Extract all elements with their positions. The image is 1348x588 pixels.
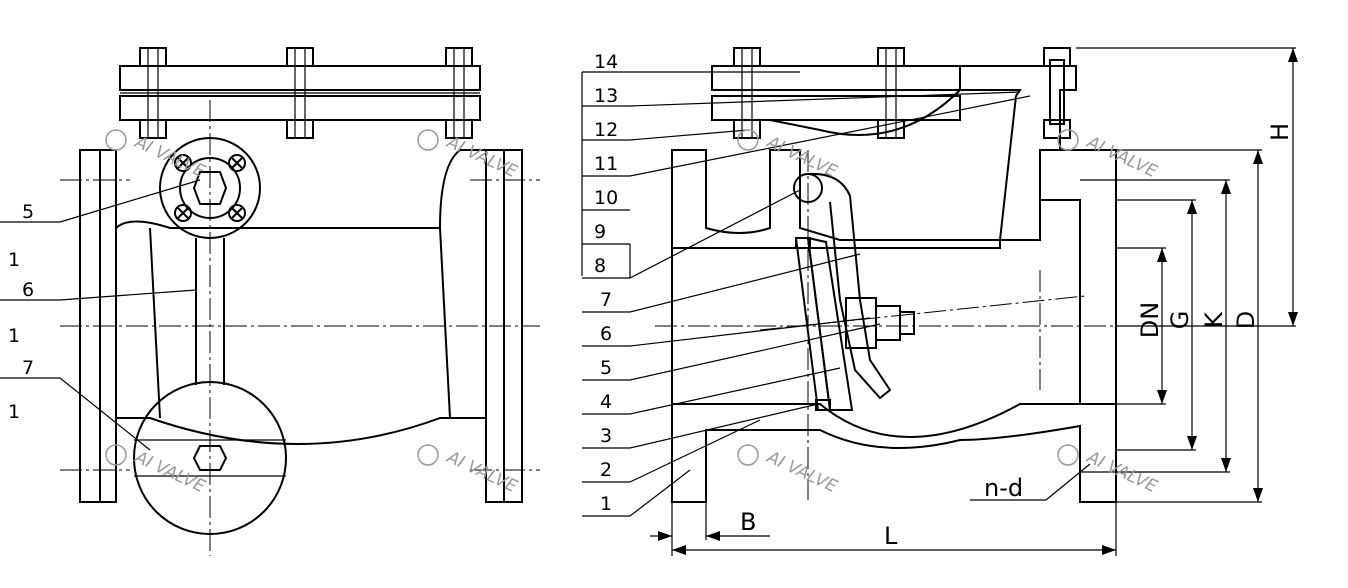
section-label: 7	[600, 289, 612, 311]
watermark-logo: AI VALVE	[1057, 444, 1160, 497]
cover-bolt	[286, 47, 314, 139]
watermark-logo: AI VALVE	[1057, 129, 1160, 182]
cover-bolt	[139, 47, 167, 139]
dim-label-h: H	[1266, 123, 1294, 141]
dim-label-dn: DN	[1136, 302, 1164, 338]
front-label: 7	[22, 357, 34, 379]
section-label: 3	[600, 425, 612, 447]
svg-text:AI VALVE: AI VALVE	[443, 447, 520, 497]
dim-label-k: K	[1200, 311, 1228, 328]
dim-label-g: G	[1166, 311, 1194, 330]
cover-bolt-section	[1043, 47, 1071, 139]
section-label: 13	[594, 85, 618, 107]
cover-bolt	[877, 47, 905, 139]
front-label: 1	[8, 249, 20, 271]
section-label: 8	[594, 255, 606, 277]
section-label: 4	[600, 391, 612, 413]
front-label: 1	[8, 401, 20, 423]
dim-label-d: D	[1232, 311, 1260, 329]
section-label: 10	[594, 187, 618, 209]
section-label: 12	[594, 119, 618, 141]
svg-text:AI VALVE: AI VALVE	[763, 447, 840, 497]
front-label: 1	[8, 325, 20, 347]
section-label: 11	[594, 153, 618, 175]
section-label: 6	[600, 323, 612, 345]
section-view	[581, 47, 1298, 556]
section-label: 9	[594, 221, 606, 243]
watermark-logo: AI VALVE	[737, 444, 840, 497]
dim-label-b: B	[740, 508, 756, 536]
svg-text:AI VALVE: AI VALVE	[443, 132, 520, 182]
cover-bolt	[733, 47, 761, 139]
front-view	[0, 47, 540, 556]
cover-bolt	[445, 47, 473, 139]
section-label: 2	[600, 459, 612, 481]
section-label: 5	[600, 357, 612, 379]
dim-label-n-d: n-d	[984, 474, 1023, 502]
svg-text:AI VALVE: AI VALVE	[1083, 132, 1160, 182]
front-label: 6	[22, 279, 34, 301]
watermark-logo: AI VALVE	[105, 444, 208, 497]
front-label: 5	[22, 201, 34, 223]
section-label: 14	[594, 51, 618, 73]
section-label: 1	[600, 493, 612, 515]
dim-label-l: L	[884, 522, 898, 550]
